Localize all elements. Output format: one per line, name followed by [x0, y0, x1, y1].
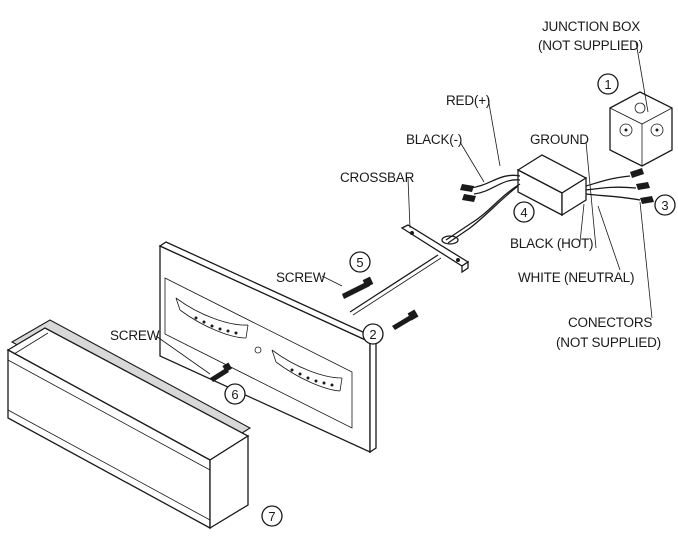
callout-5-text: 5 — [356, 255, 363, 270]
driver-box — [516, 154, 588, 217]
callout-4: 4 — [513, 201, 535, 223]
label-junction-box-note: (NOT SUPPLIED) — [538, 38, 643, 53]
callouts: 1 3 4 5 2 6 7 — [224, 73, 676, 527]
cover-housing — [6, 319, 252, 530]
callout-1: 1 — [597, 73, 619, 95]
junction-box — [609, 91, 673, 167]
callout-3-text: 3 — [661, 198, 668, 213]
label-screw-upper: SCREW — [276, 270, 326, 285]
crossbar — [349, 224, 470, 316]
label-connectors: CONECTORS — [568, 315, 652, 330]
callout-3: 3 — [654, 194, 676, 216]
callout-7: 7 — [261, 505, 283, 527]
label-red-wire: RED(+) — [446, 93, 490, 108]
label-screw-lower: SCREW — [110, 328, 160, 343]
label-white-neutral: WHITE (NEUTRAL) — [518, 270, 634, 285]
faceplate — [158, 241, 378, 454]
screw-2 — [392, 309, 419, 330]
callout-5: 5 — [349, 251, 371, 273]
label-black-hot: BLACK (HOT) — [510, 236, 593, 251]
label-crossbar: CROSSBAR — [340, 170, 415, 185]
callout-7-text: 7 — [268, 509, 275, 524]
label-ground: GROUND — [530, 132, 589, 147]
callout-6: 6 — [224, 383, 246, 405]
text-labels: JUNCTION BOX (NOT SUPPLIED) RED(+) GROUN… — [110, 19, 661, 350]
leader-lines — [155, 41, 653, 375]
screw-5 — [342, 276, 374, 299]
screw-6 — [210, 362, 232, 382]
callout-6-text: 6 — [231, 387, 238, 402]
callout-2: 2 — [362, 323, 384, 345]
label-black-wire: BLACK(-) — [406, 132, 462, 147]
label-connectors-note: (NOT SUPPLIED) — [556, 335, 661, 350]
wires — [445, 168, 654, 244]
label-junction-box: JUNCTION BOX — [542, 19, 640, 34]
callout-1-text: 1 — [604, 77, 611, 92]
callout-4-text: 4 — [520, 205, 527, 220]
callout-2-text: 2 — [369, 327, 376, 342]
